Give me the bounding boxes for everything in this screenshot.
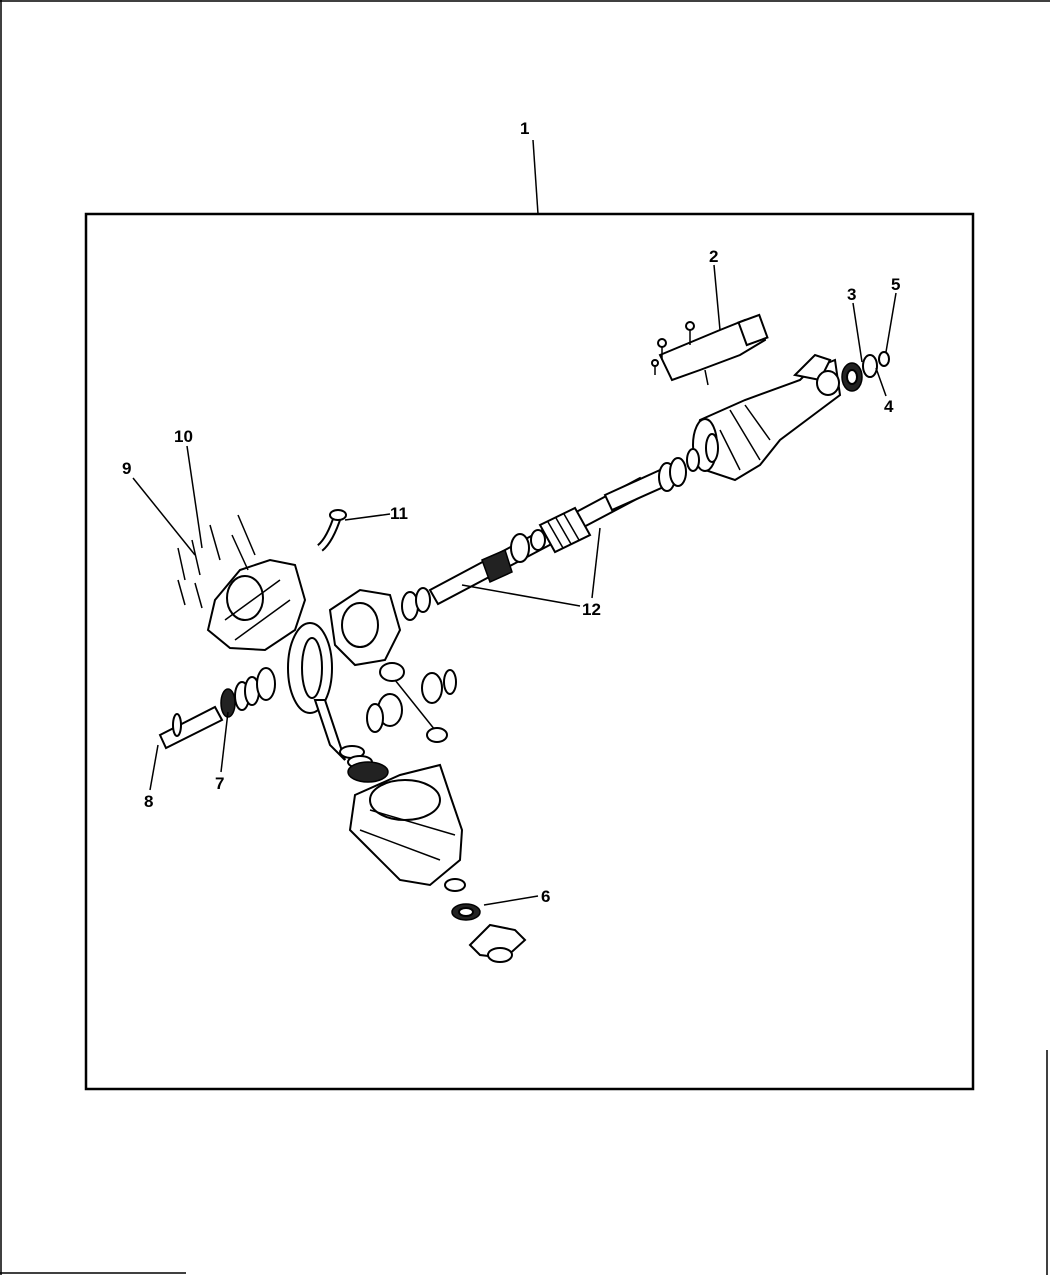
carrier-housing[interactable]	[348, 763, 464, 887]
leader-lines	[132, 139, 897, 906]
callout-4: 4	[884, 397, 894, 416]
assembly-box	[84, 212, 975, 1091]
differential-case[interactable]	[328, 587, 431, 667]
left-housing-cover[interactable]	[206, 558, 307, 652]
pinion-bearings[interactable]	[339, 745, 389, 783]
axle-shaft[interactable]	[428, 468, 670, 606]
callout-7: 7	[215, 774, 224, 793]
callout-12: 12	[582, 600, 601, 619]
cover-bolts[interactable]	[177, 514, 256, 609]
vent-tube[interactable]	[316, 509, 347, 552]
callout-11: 11	[390, 504, 408, 523]
callout-1: 1	[520, 119, 529, 138]
spider-gears[interactable]	[366, 662, 457, 743]
callout-2: 2	[709, 247, 718, 266]
callout-10: 10	[174, 427, 193, 446]
pinion-flange[interactable]	[444, 878, 527, 963]
right-axle-housing[interactable]	[658, 351, 890, 492]
callout-5: 5	[891, 275, 900, 294]
callout-3: 3	[847, 285, 856, 304]
callout-8: 8	[144, 792, 153, 811]
input-pinion[interactable]	[158, 667, 276, 750]
ring-gear[interactable]	[287, 622, 346, 761]
callout-9: 9	[122, 459, 131, 478]
callout-6: 6	[541, 887, 550, 906]
shift-actuator[interactable]	[651, 313, 769, 386]
